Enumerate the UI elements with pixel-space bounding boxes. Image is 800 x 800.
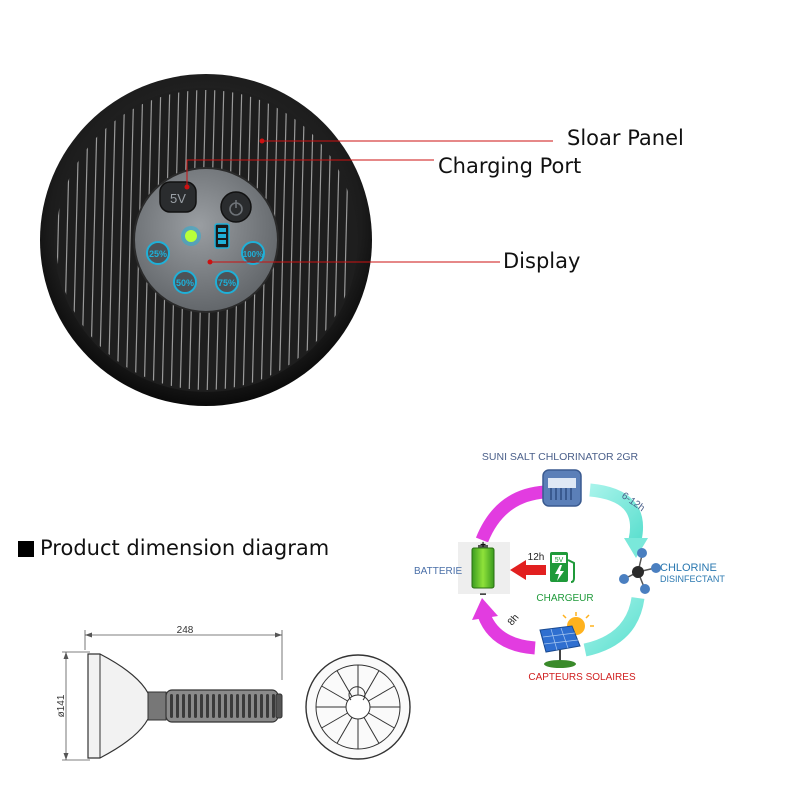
end-view-spoke <box>363 717 380 744</box>
grip-rib <box>266 694 269 718</box>
end-view-spoke <box>363 670 380 697</box>
end-view-spoke <box>368 685 395 702</box>
panel-slat <box>125 90 135 390</box>
end-view-spoke <box>336 717 353 744</box>
arrow-chlorinator-to-chlorine <box>589 483 648 558</box>
diameter-label: ø141 <box>56 694 67 717</box>
cycle-title: SUNI SALT CHLORINATOR 2GR <box>482 451 639 463</box>
grip-rib <box>176 694 179 718</box>
end-view <box>305 654 411 760</box>
product-top-view: 5V 25% 50% 75% 100% <box>40 74 553 406</box>
level-25-ring <box>146 241 170 265</box>
charger-badge: 5V <box>555 557 564 564</box>
status-led <box>181 226 201 246</box>
grip-rib <box>170 694 173 718</box>
level-75-label: 75% <box>218 278 236 288</box>
svg-text:−: − <box>479 587 486 601</box>
level-indicators: 25% 50% 75% 100% <box>146 241 265 294</box>
port-label: 5V <box>170 191 186 206</box>
control-hub <box>133 167 279 313</box>
solar-panel-icon <box>539 612 594 668</box>
end-view-spoke <box>321 685 348 702</box>
grip-rib <box>242 694 245 718</box>
end-view-spoke <box>368 712 395 729</box>
grip-rib <box>194 694 197 718</box>
length-label: 248 <box>177 625 194 636</box>
battery-label: BATTERIE <box>414 566 462 577</box>
arrow-charger-to-battery <box>510 560 546 580</box>
grip-rib <box>254 694 257 718</box>
handle-grip <box>170 694 275 718</box>
time-12-label: 12h <box>528 552 545 563</box>
panel-slat <box>278 90 288 390</box>
grip-rib <box>200 694 203 718</box>
grip-rib <box>230 694 233 718</box>
side-view <box>87 653 283 759</box>
chlorinator-icon <box>542 469 582 507</box>
battery-icon <box>214 223 230 249</box>
callout-solar-panel: Sloar Panel <box>567 126 684 150</box>
grip-rib <box>224 694 227 718</box>
section-bullet-square <box>18 541 34 557</box>
panel-slat <box>116 90 126 390</box>
grip-rib <box>212 694 215 718</box>
callout-display: Display <box>503 249 581 273</box>
level-100-label: 100% <box>243 250 263 259</box>
disinfectant-label: DISINFECTANT <box>660 574 725 584</box>
panel-slat <box>296 90 306 390</box>
callout-lines <box>184 138 553 265</box>
grip-rib <box>188 694 191 718</box>
panel-slat <box>287 90 297 390</box>
arrow-chlorinator-to-battery <box>475 485 546 543</box>
grip-rib <box>218 694 221 718</box>
chlorine-label: CHLORINE <box>660 562 717 574</box>
panel-slat <box>107 90 117 390</box>
arrow-solar-to-battery <box>472 598 536 655</box>
cycle-diagram: SUNI SALT CHLORINATOR 2GR 6-12h <box>414 451 725 683</box>
solar-label: CAPTEURS SOLAIRES <box>528 672 636 683</box>
battery-charge-icon: + − <box>458 540 510 601</box>
level-50-ring <box>173 270 197 294</box>
charging-port: 5V <box>159 181 197 213</box>
level-75-ring <box>215 270 239 294</box>
grip-rib <box>206 694 209 718</box>
grip-rib <box>236 694 239 718</box>
grip-rib <box>272 694 275 718</box>
grip-rib <box>182 694 185 718</box>
level-100-ring <box>241 241 265 265</box>
grip-rib <box>260 694 263 718</box>
charger-label: CHARGEUR <box>536 593 593 604</box>
level-50-label: 50% <box>176 278 194 288</box>
svg-text:+: + <box>480 540 486 551</box>
chlorine-molecule-icon <box>619 548 661 594</box>
time-8-label: 8h <box>506 612 522 628</box>
callout-charging-port: Charging Port <box>438 154 582 178</box>
end-view-spoke <box>321 712 348 729</box>
power-button[interactable] <box>220 191 252 223</box>
level-25-label: 25% <box>149 249 167 259</box>
charger-icon: 5V <box>550 552 575 583</box>
arrow-chlorine-to-solar <box>583 596 645 657</box>
dimension-section-title: Product dimension diagram <box>40 536 330 560</box>
grip-rib <box>248 694 251 718</box>
length-dimension: 248 <box>84 625 283 680</box>
dimension-drawing: 248 ø141 <box>56 625 411 761</box>
diameter-dimension: ø141 <box>56 651 90 761</box>
